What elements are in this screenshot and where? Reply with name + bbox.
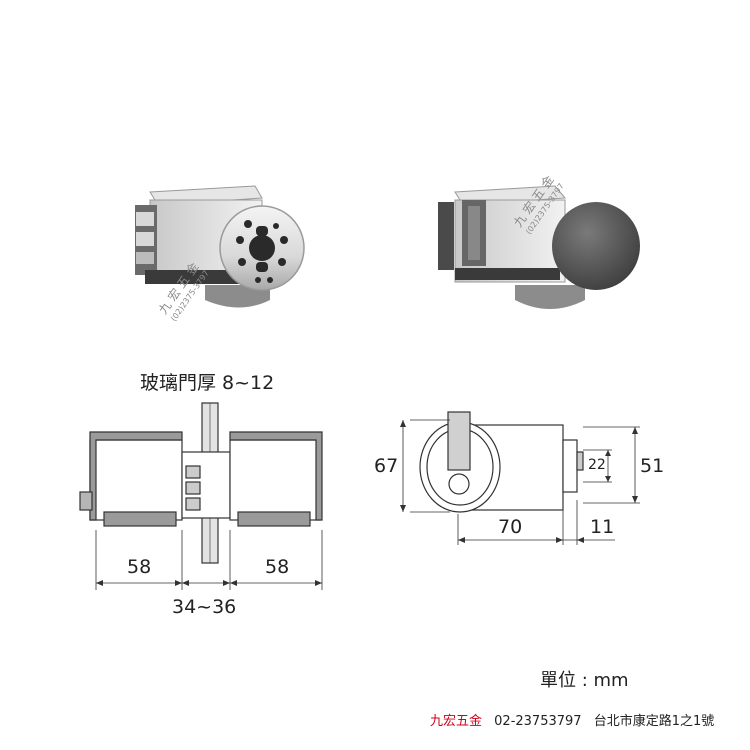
dimension-side-slot: 22 (588, 457, 606, 473)
dimension-left-width: 58 (127, 556, 152, 578)
dimension-overall-width: 34~36 (172, 596, 237, 618)
unit-note: 單位 : mm (540, 670, 629, 691)
footer-brand: 九宏五金 (430, 714, 483, 729)
product-photo-outer: 九 宏 五 金 (02)2375-3797 (438, 172, 640, 309)
footer: 九宏五金 02-23753797 台北市康定路1之1號 (430, 710, 714, 729)
dimension-right-width: 58 (265, 556, 290, 578)
glass-thickness-title: 玻璃門厚 8~12 (140, 372, 275, 394)
side-view-arrows (400, 420, 638, 543)
footer-address: 台北市康定路1之1號 (593, 714, 715, 729)
side-view-drawing (402, 411, 640, 545)
dimension-side-total-height: 51 (640, 455, 665, 477)
dimension-side-height: 67 (374, 455, 399, 477)
footer-phone: 02-23753797 (494, 714, 582, 729)
dimension-side-offset: 11 (590, 516, 615, 538)
product-photo-inner: 九 宏 五 金 (02)2375-3797 (135, 185, 305, 323)
top-view-arrows (96, 580, 322, 586)
dimension-side-length: 70 (498, 516, 523, 538)
top-view-drawing (79, 402, 323, 590)
